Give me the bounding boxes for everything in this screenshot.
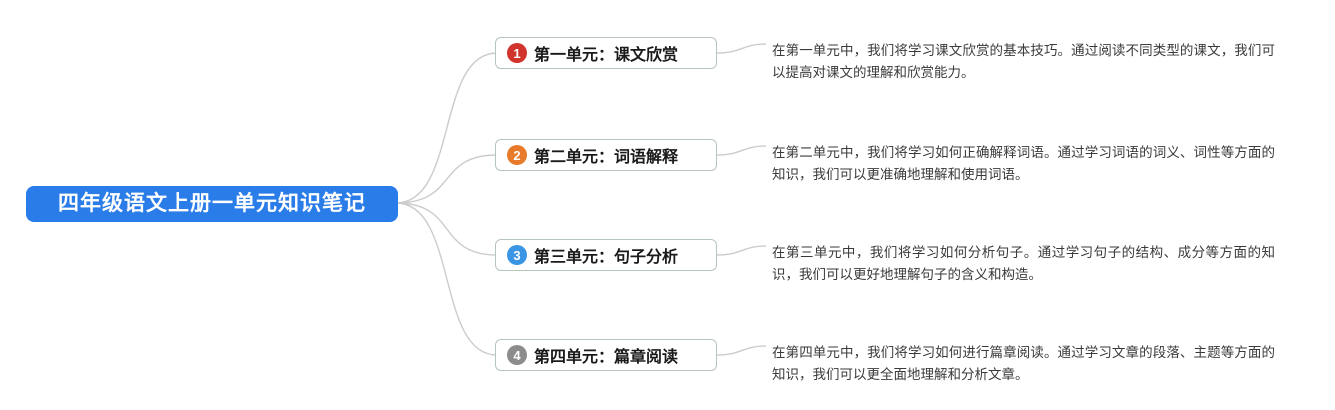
unit4-number-badge-icon: 4 [507, 345, 527, 365]
description-node-unit3[interactable]: 在第三单元中，我们将学习如何分析句子。通过学习句子的结构、成分等方面的知识，我们… [772, 245, 1275, 282]
unit2-number-badge-icon: 2 [507, 145, 527, 165]
connector-unit3-to-desc [716, 245, 767, 256]
branch-node-unit4[interactable]: 4 第四单元：篇章阅读 [495, 339, 717, 371]
branch-node-unit2[interactable]: 2 第二单元：词语解释 [495, 139, 717, 171]
connector-unit1-to-desc [716, 43, 767, 54]
branch-node-unit1[interactable]: 1 第一单元：课文欣赏 [495, 37, 717, 69]
unit3-number-badge-icon: 3 [507, 245, 527, 265]
connector-root-to-unit3 [395, 202, 498, 256]
root-node[interactable]: 四年级语文上册一单元知识笔记 [26, 186, 398, 222]
connector-unit2-to-desc [716, 145, 767, 156]
branch-node-unit2-label: 第二单元：词语解释 [534, 149, 679, 166]
description-node-unit4[interactable]: 在第四单元中，我们将学习如何进行篇章阅读。通过学习文章的段落、主题等方面的知识，… [772, 345, 1275, 382]
connector-root-to-unit4 [395, 202, 498, 356]
description-node-unit2[interactable]: 在第二单元中，我们将学习如何正确解释词语。通过学习词语的词义、词性等方面的知识，… [772, 145, 1275, 182]
branch-node-unit3[interactable]: 3 第三单元：句子分析 [495, 239, 717, 271]
branch-node-unit1-label: 第一单元：课文欣赏 [534, 47, 679, 64]
connector-unit4-to-desc [716, 345, 767, 356]
unit1-number-badge-icon: 1 [507, 43, 527, 63]
branch-node-unit4-label: 第四单元：篇章阅读 [534, 349, 679, 366]
branch-node-unit3-label: 第三单元：句子分析 [534, 249, 679, 266]
connector-root-to-unit2 [395, 154, 498, 204]
description-node-unit1[interactable]: 在第一单元中，我们将学习课文欣赏的基本技巧。通过阅读不同类型的课文，我们可以提高… [772, 43, 1275, 80]
connector-root-to-unit1 [395, 52, 498, 204]
